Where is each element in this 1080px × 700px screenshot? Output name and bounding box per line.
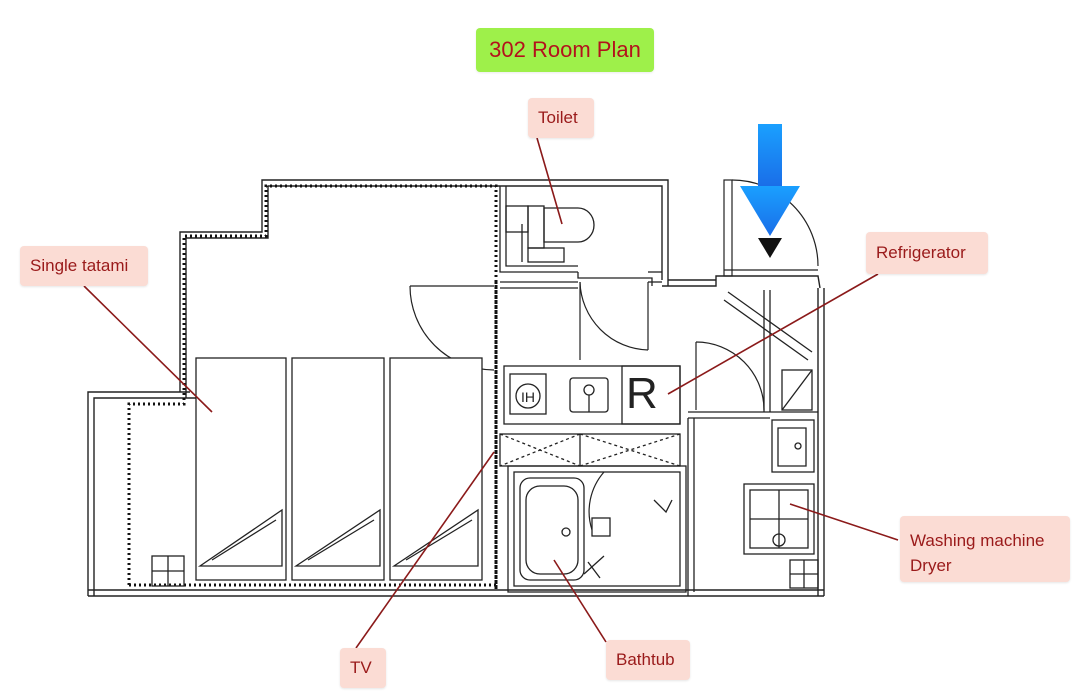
svg-text:IH: IH xyxy=(521,389,535,405)
page-title: 302 Room Plan xyxy=(476,28,654,72)
utility-fixtures xyxy=(151,419,819,589)
label-tv: TV xyxy=(340,648,386,688)
toilet-fixture xyxy=(505,205,595,263)
tatami-beds xyxy=(195,357,483,581)
refrigerator-glyph: R xyxy=(626,369,658,418)
leader-lines xyxy=(83,137,899,649)
label-washing-machine-dryer: Washing machine Dryer xyxy=(900,516,1070,582)
label-single-tatami: Single tatami xyxy=(20,246,148,286)
outer-walls xyxy=(87,179,825,597)
bathtub-fixture xyxy=(519,477,673,581)
entrance-arrow-icon xyxy=(740,124,800,258)
kitchen-appliances: IH xyxy=(509,373,609,415)
label-dryer: Dryer xyxy=(910,556,952,575)
label-toilet: Toilet xyxy=(528,98,594,138)
insulation-dots xyxy=(127,184,498,590)
label-bathtub: Bathtub xyxy=(606,640,690,680)
interior-walls xyxy=(499,186,818,596)
label-washing-machine: Washing machine xyxy=(910,531,1045,550)
label-refrigerator: Refrigerator xyxy=(866,232,988,274)
